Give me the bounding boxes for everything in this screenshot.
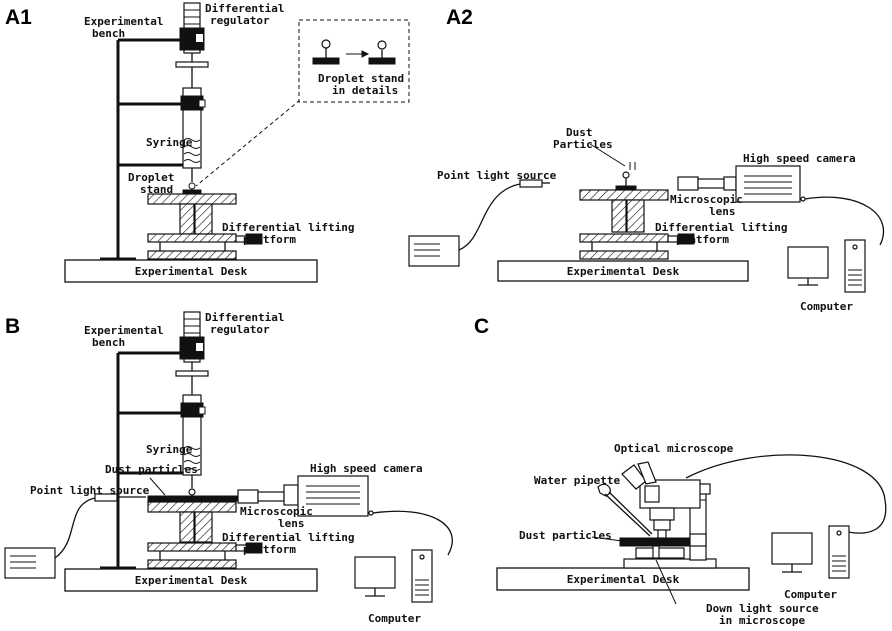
- experimental-desk: [497, 260, 749, 282]
- desk-label: Experimental Desk: [135, 574, 248, 587]
- camera-cable: [804, 196, 885, 246]
- platform-label-line1: Differential lifting: [222, 221, 354, 234]
- differential-lifting-platform: [147, 233, 263, 260]
- regulator-label-line1: Differential: [205, 311, 284, 324]
- inset-label-line1: Droplet stand: [318, 72, 404, 85]
- panel-b: B Experimental Desk Experimental bench D…: [4, 311, 453, 625]
- platform-label-line1: Differential lifting: [655, 221, 787, 234]
- desk-label: Experimental Desk: [135, 265, 248, 278]
- dust-particle-sample: [615, 162, 637, 191]
- computer: [787, 239, 866, 293]
- panel-a2: A2 Experimental Desk Point light source …: [408, 6, 885, 313]
- dust-particle-slide: [147, 495, 239, 502]
- dust-label-line1: Dust: [566, 126, 593, 139]
- column-right: [194, 203, 213, 235]
- point-light-source: [4, 493, 146, 579]
- platform-label-line2: platform: [243, 233, 296, 246]
- column-left: [611, 199, 627, 233]
- bench-label-line2: bench: [92, 336, 125, 349]
- top-plate: [147, 501, 237, 513]
- point-light-source: [408, 179, 550, 267]
- camera-label: High speed camera: [743, 152, 856, 165]
- platform-label-line2: platform: [676, 233, 729, 246]
- inset-drawing: [312, 39, 396, 65]
- differential-regulator: [175, 311, 209, 377]
- experimental-bench: [100, 351, 185, 570]
- differential-lifting-platform: [579, 233, 695, 260]
- differential-lifting-platform: [147, 542, 263, 569]
- top-plate: [147, 193, 237, 205]
- computer: [771, 525, 850, 579]
- regulator-label-line2: regulator: [210, 14, 270, 27]
- experimental-bench: [100, 38, 185, 261]
- high-speed-camera: [237, 475, 374, 517]
- dust-pointer: [591, 536, 623, 542]
- microscope-label: Optical microscope: [614, 442, 734, 455]
- microscope-cable: [685, 454, 887, 534]
- inset-callout-line: [195, 99, 301, 187]
- bench-label-line1: Experimental: [84, 324, 163, 337]
- lens-label-line1: Microscopic: [240, 505, 313, 518]
- syringe-label: Syringe: [146, 136, 193, 149]
- syringe-label: Syringe: [146, 443, 193, 456]
- computer-label: Computer: [368, 612, 421, 625]
- camera-cable: [372, 510, 453, 556]
- lens-label-line1: Microscopic: [670, 193, 743, 206]
- panel-c-tag: C: [474, 315, 489, 338]
- computer-label: Computer: [800, 300, 853, 313]
- dust-pointer: [589, 143, 626, 167]
- platform-label-line2: platform: [243, 543, 296, 556]
- column-right: [194, 511, 213, 543]
- syringe: [180, 67, 206, 190]
- droplet-stand: [182, 189, 202, 195]
- desk-label: Experimental Desk: [567, 265, 680, 278]
- dust-label: Dust particles: [105, 463, 198, 476]
- pipette-label: Water pipette: [534, 474, 620, 487]
- inset-label-line2: in details: [332, 84, 398, 97]
- lens-label-line2: lens: [709, 205, 736, 218]
- point-light-label: Point light source: [437, 169, 557, 182]
- regulator-label-line1: Differential: [205, 2, 284, 15]
- desk-label: Experimental Desk: [567, 573, 680, 586]
- camera-label: High speed camera: [310, 462, 423, 475]
- column-right: [626, 199, 645, 233]
- column-left: [179, 203, 195, 235]
- down-light-label-line1: Down light source: [706, 602, 819, 615]
- experimental-desk: [64, 568, 318, 592]
- panel-c: C Experimental Desk Optical microscope: [474, 315, 887, 627]
- top-plate: [579, 189, 669, 201]
- differential-regulator: [175, 2, 209, 68]
- dust-label-line2: Particles: [553, 138, 613, 151]
- column-left: [179, 511, 195, 543]
- high-speed-camera: [677, 165, 806, 203]
- computer: [354, 549, 433, 603]
- optical-microscope: [619, 461, 717, 569]
- droplet-stand-label-line2: stand: [140, 183, 173, 196]
- panel-a1: A1 Experimental Desk Experimental bench …: [5, 2, 410, 283]
- panel-a2-tag: A2: [446, 6, 473, 29]
- panel-b-tag: B: [5, 315, 20, 338]
- regulator-label-line2: regulator: [210, 323, 270, 336]
- down-light-label-line2: in microscope: [719, 614, 805, 627]
- platform-label-line1: Differential lifting: [222, 531, 354, 544]
- water-pipette: [597, 483, 653, 537]
- dust-label: Dust particles: [519, 529, 612, 542]
- bench-label-line2: bench: [92, 27, 125, 40]
- computer-label: Computer: [784, 588, 837, 601]
- syringe: [180, 376, 206, 496]
- bench-label-line1: Experimental: [84, 15, 163, 28]
- lens-label-line2: lens: [278, 517, 305, 530]
- down-light-source: [652, 545, 677, 605]
- point-light-label: Point light source: [30, 484, 150, 497]
- droplet-stand-label-line1: Droplet: [128, 171, 174, 184]
- experimental-desk: [496, 567, 750, 591]
- panel-a1-tag: A1: [5, 6, 32, 29]
- experimental-desk: [64, 259, 318, 283]
- dust-pointer: [149, 477, 166, 496]
